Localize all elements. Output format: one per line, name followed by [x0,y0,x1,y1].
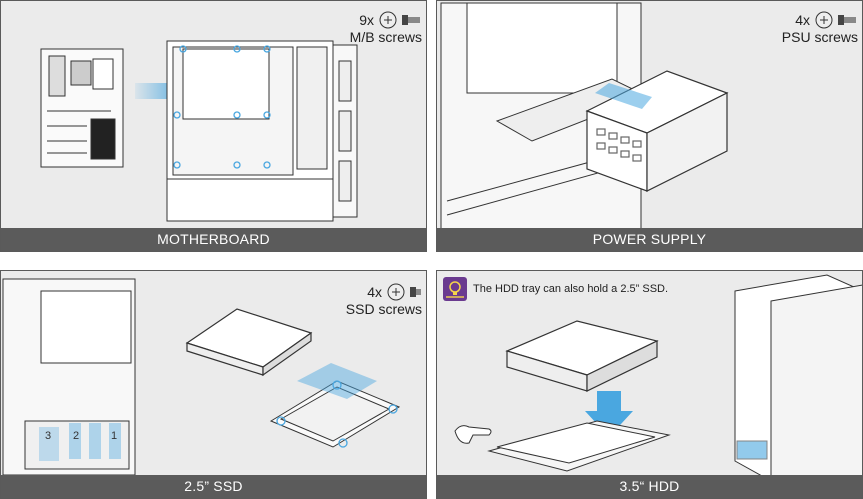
panel-hdd: The HDD tray can also hold a 2.5” SSD. 3… [436,270,863,499]
panel-motherboard: 9x M/B screws MOTHERBOARD [0,0,427,252]
ssd-bays: 3 2 1 [39,423,121,461]
hand-pointer-icon [454,425,492,444]
caption-motherboard: MOTHERBOARD [1,228,426,251]
panel-power-supply: 4x PSU screws POWER SUPPLY [436,0,863,252]
caption-ssd: 2.5” SSD [1,475,426,498]
caption-power-supply: POWER SUPPLY [437,228,862,251]
tip-text: The HDD tray can also hold a 2.5” SSD. [473,283,669,295]
case-side-icon [166,40,358,222]
screw-note: 4x PSU screws [782,11,858,46]
case-rear-icon [734,274,862,477]
screw-icon [387,283,421,301]
arrow-icon [595,83,652,109]
screw-count: 4x [367,283,382,300]
screw-note: 9x M/B screws [350,11,422,46]
motherboard-illustration [40,40,358,222]
caption-hdd: 3.5“ HDD [437,475,862,498]
hdd-illustration [454,274,862,477]
psu-icon [585,70,729,192]
arrow-icon [585,391,633,437]
psu-illustration [440,2,729,230]
screw-label: M/B screws [349,29,422,45]
bay-number: 1 [111,430,117,442]
screw-icon [815,11,856,29]
case-front-icon [2,278,136,476]
mount-points [173,45,271,169]
screw-count: 4x [795,11,810,28]
bay-number: 3 [45,430,51,442]
bay-number: 2 [73,430,79,442]
ssd-tray-icon [269,363,401,448]
pro-tip: The HDD tray can also hold a 2.5” SSD. [443,277,668,301]
hdd-tray-icon [487,420,671,472]
ssd-icon [185,308,313,377]
screw-note: 4x SSD screws [346,283,422,318]
ssd-illustration: 3 2 1 [2,278,401,476]
screw-icon [379,11,420,29]
screw-label: PSU screws [781,29,858,45]
screw-count: 9x [359,11,374,28]
panel-ssd: 3 2 1 4x SSD screws 2.5” SSD [0,270,427,499]
motherboard-icon [40,48,124,168]
pro-tip-icon [443,277,467,301]
hdd-icon [505,320,659,392]
screw-label: SSD screws [345,301,422,317]
